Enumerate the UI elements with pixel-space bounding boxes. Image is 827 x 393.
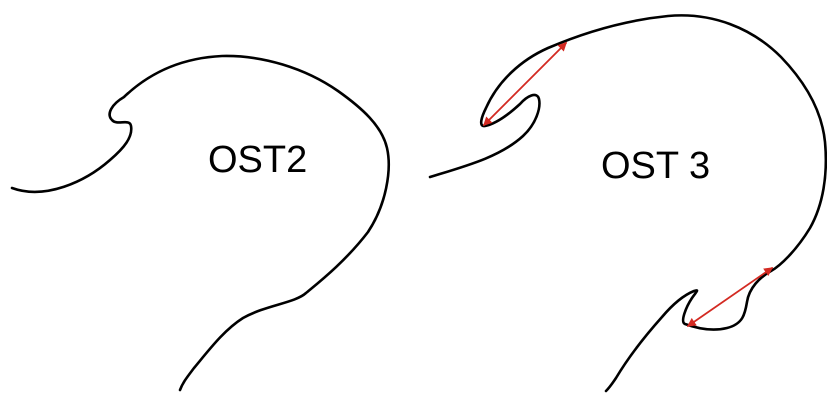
ost3-lower-arrow	[686, 267, 774, 327]
ost2-label: OST2	[208, 139, 307, 181]
ost3-upper-arrow	[483, 42, 567, 126]
ost2-panel: OST2	[10, 54, 390, 392]
ost3-outline	[428, 14, 827, 393]
ost2-outline	[10, 54, 390, 392]
ost3-label: OST 3	[601, 145, 710, 187]
ost3-panel: OST 3	[428, 14, 827, 393]
